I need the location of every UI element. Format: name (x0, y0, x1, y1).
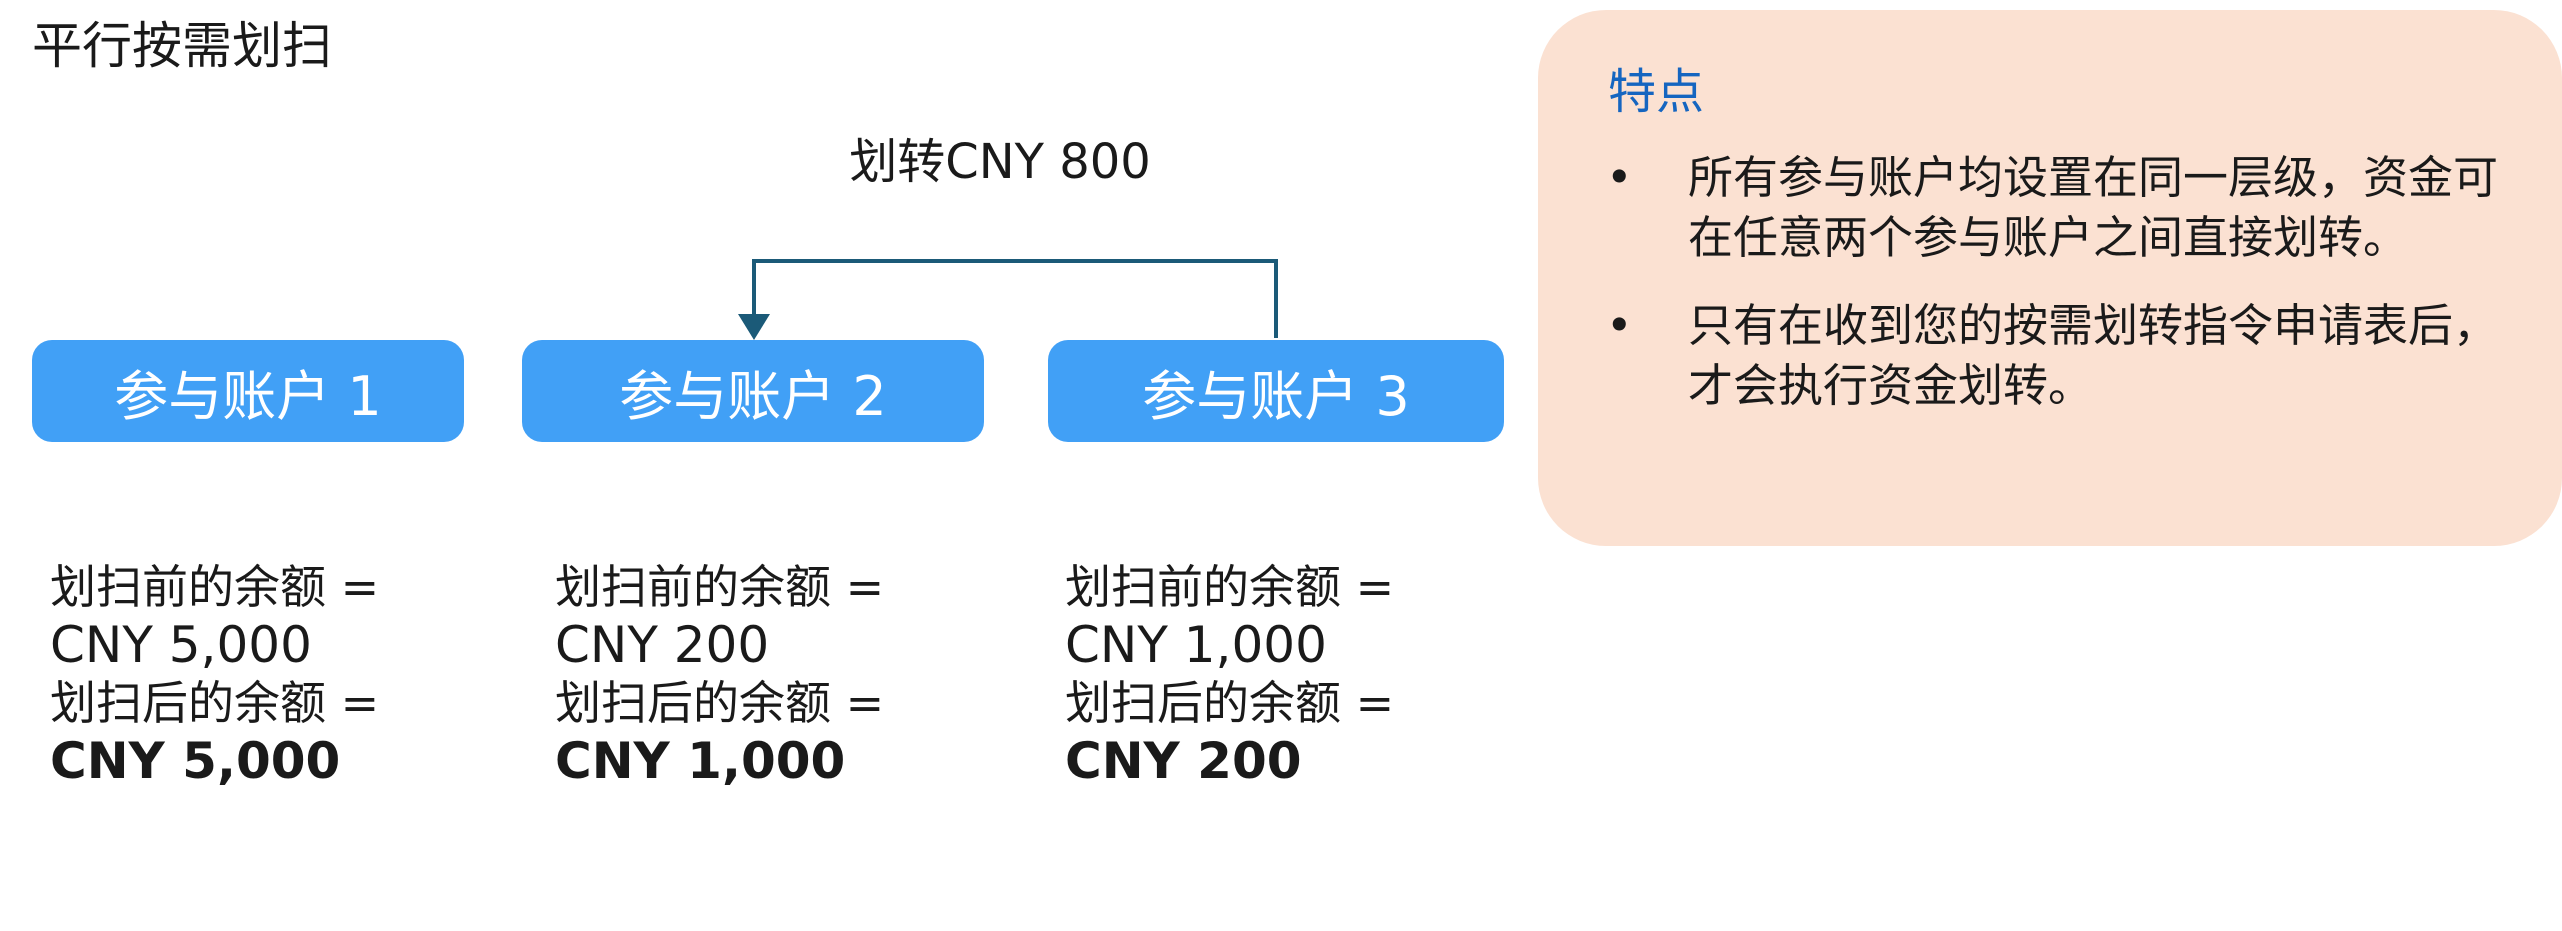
account-box-1: 参与账户 1 (32, 340, 464, 442)
before-balance-amount: CNY 1,000 (1065, 616, 1327, 674)
feature-text: 只有在收到您的按需划转指令申请表后，才会执行资金划转。 (1688, 299, 2499, 412)
features-title: 特点 (1608, 64, 1705, 120)
after-balance-amount: CNY 5,000 (50, 732, 341, 790)
features-panel: 特点 • 所有参与账户均设置在同一层级，资金可在任意两个参与账户之间直接划转。 … (1538, 10, 2562, 546)
transfer-arrow-line (752, 259, 1278, 338)
account-box-3: 参与账户 3 (1048, 340, 1504, 442)
feature-item: • 只有在收到您的按需划转指令申请表后，才会执行资金划转。 (1600, 296, 2540, 416)
before-balance-label: 划扫前的余额 = (1065, 560, 1395, 614)
after-balance-amount: CNY 1,000 (555, 732, 846, 790)
before-balance-label: 划扫前的余额 = (555, 560, 885, 614)
account-box-2: 参与账户 2 (522, 340, 984, 442)
after-balance-label: 划扫后的余额 = (555, 676, 885, 730)
account-1-balances: 划扫前的余额 = CNY 5,000 划扫后的余额 = CNY 5,000 (50, 558, 379, 790)
features-list: • 所有参与账户均设置在同一层级，资金可在任意两个参与账户之间直接划转。 • 只… (1600, 148, 2540, 444)
transfer-label: 划转CNY 800 (849, 134, 1151, 190)
transfer-arrowhead (738, 314, 770, 340)
after-balance-amount: CNY 200 (1065, 732, 1302, 790)
before-balance-amount: CNY 5,000 (50, 616, 312, 674)
account-3-balances: 划扫前的余额 = CNY 1,000 划扫后的余额 = CNY 200 (1065, 558, 1394, 790)
feature-item: • 所有参与账户均设置在同一层级，资金可在任意两个参与账户之间直接划转。 (1600, 148, 2540, 268)
bullet-icon: • (1606, 151, 1633, 204)
account-2-balances: 划扫前的余额 = CNY 200 划扫后的余额 = CNY 1,000 (555, 558, 884, 790)
feature-text: 所有参与账户均设置在同一层级，资金可在任意两个参与账户之间直接划转。 (1688, 151, 2499, 264)
bullet-icon: • (1606, 299, 1633, 352)
before-balance-amount: CNY 200 (555, 616, 770, 674)
before-balance-label: 划扫前的余额 = (50, 560, 380, 614)
diagram-title: 平行按需划扫 (32, 17, 332, 75)
after-balance-label: 划扫后的余额 = (1065, 676, 1395, 730)
after-balance-label: 划扫后的余额 = (50, 676, 380, 730)
